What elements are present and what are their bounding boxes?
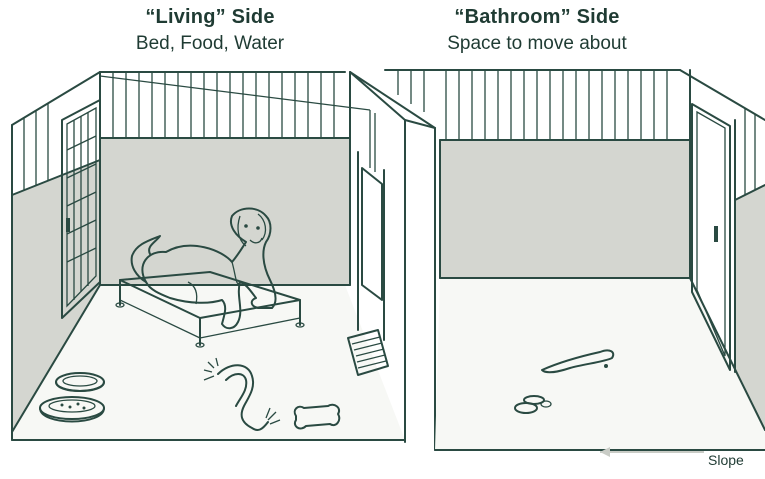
living-side-caption: “Living” Side Bed, Food, Water (90, 6, 330, 55)
bathroom-side-subtitle: Space to move about (412, 33, 662, 55)
living-side-subtitle: Bed, Food, Water (90, 33, 330, 55)
bathroom-right-bars (745, 108, 755, 195)
bathroom-side-title: “Bathroom” Side (412, 6, 662, 29)
guillotine-door (358, 110, 384, 340)
bathroom-run (385, 70, 765, 450)
living-side-title: “Living” Side (90, 6, 330, 29)
living-back-wall (100, 138, 350, 285)
bathroom-back-bars (398, 70, 667, 140)
bathroom-side-caption: “Bathroom” Side Space to move about (412, 6, 662, 55)
slope-label: Slope (708, 452, 744, 468)
bathroom-floor (435, 278, 765, 450)
bathroom-back-wall (440, 140, 690, 278)
